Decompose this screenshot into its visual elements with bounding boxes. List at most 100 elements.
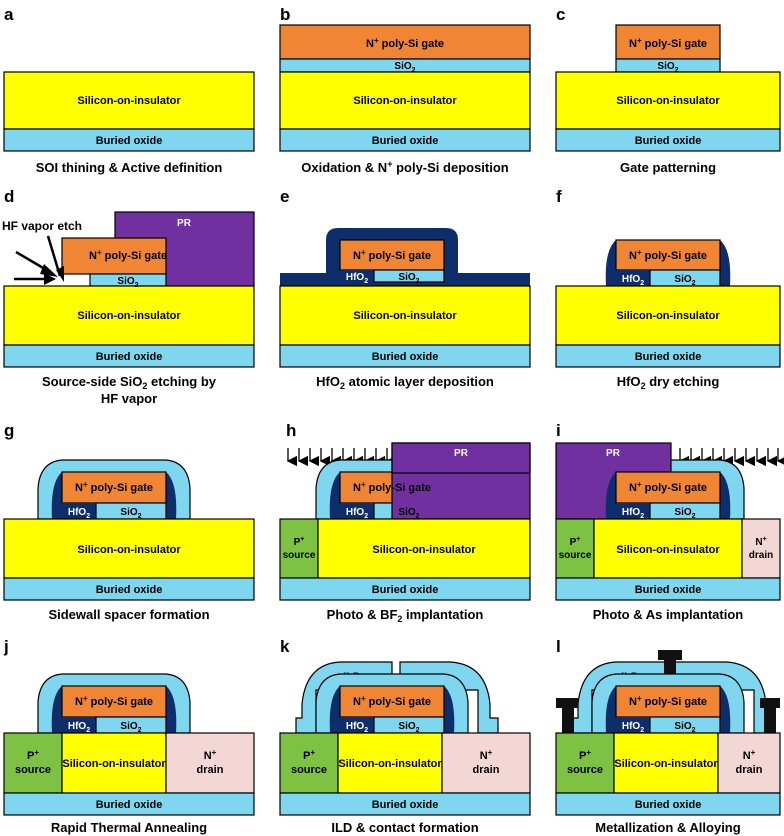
hfo2-sidewall-left <box>329 472 340 519</box>
sio2-label: SiO2 <box>398 721 419 734</box>
n-drain-label: N+ <box>755 536 766 548</box>
hfo2-under-gate <box>340 717 374 733</box>
hfo2-under-gate <box>616 717 650 733</box>
caption-i: Photo & As implantation <box>593 607 744 622</box>
sio2-label: SiO2 <box>674 507 695 520</box>
caption-b: Oxidation & N+ poly-Si deposition <box>301 159 509 175</box>
soi-label: Silicon-on-insulator <box>77 544 181 556</box>
p-source-label: P+ <box>294 536 305 548</box>
n-drain-region <box>717 732 781 794</box>
gate-label: N+ poly-Si gate <box>629 694 707 708</box>
soi-layer <box>593 518 743 579</box>
box-label: Buried oxide <box>372 135 439 147</box>
hfo2-sidewall-right <box>720 472 731 519</box>
panel-letter-a: a <box>4 5 14 24</box>
box-label: Buried oxide <box>635 135 702 147</box>
n-drain-region <box>741 518 781 579</box>
hfo2-under-gate <box>616 270 650 286</box>
caption-k: ILD & contact formation <box>331 820 478 835</box>
poly-si-gate <box>339 685 445 718</box>
n-drain-region <box>165 732 255 794</box>
p-source-label: P+ <box>27 748 39 762</box>
gate-label: N+ poly-Si gate <box>75 480 153 494</box>
hfo2-sidewall-left <box>605 686 616 733</box>
soi-label: Silicon-on-insulator <box>353 95 457 107</box>
p-source-label: P+ <box>570 536 581 548</box>
hf-vapor-etch-label: HF vapor etch <box>2 219 82 233</box>
drain-label: drain <box>197 764 224 776</box>
soi-layer <box>337 732 443 794</box>
p-source-region <box>279 518 319 579</box>
soi-layer <box>317 518 531 579</box>
hfo2-sidewall-left <box>605 472 616 519</box>
panel-letter-h: h <box>286 421 296 440</box>
etch-arrow-head <box>44 273 56 285</box>
sio2-label: SiO2 <box>398 272 419 285</box>
drain-label: drain <box>749 550 773 561</box>
poly-si-gate <box>61 237 167 275</box>
soi-label: Silicon-on-insulator <box>614 758 718 770</box>
source-label: source <box>559 550 592 561</box>
box-label: Buried oxide <box>372 351 439 363</box>
pr-label: PR <box>177 218 192 229</box>
gate-oxide <box>373 269 445 283</box>
buried-oxide-layer <box>279 344 531 368</box>
caption-g: Sidewall spacer formation <box>48 607 209 622</box>
n-drain-region <box>441 732 531 794</box>
hfo2-label: HfO2 <box>622 721 644 734</box>
hfo2-label: HfO2 <box>346 507 368 520</box>
source-label: source <box>15 764 51 776</box>
box-label: Buried oxide <box>96 584 163 596</box>
poly-si-gate <box>615 239 721 271</box>
hfo2-sidewall-right <box>444 686 455 733</box>
buried-oxide-layer <box>3 344 255 368</box>
sio2-label: SiO2 <box>117 276 138 289</box>
panel-letter-l: l <box>556 637 561 656</box>
p-source-region <box>555 732 615 794</box>
p-source-region <box>3 732 63 794</box>
soi-label: Silicon-on-insulator <box>616 310 720 322</box>
box-label: Buried oxide <box>635 584 702 596</box>
sio2-label: SiO2 <box>394 61 415 74</box>
hfo2-sidewall-right <box>166 686 177 733</box>
box-label: Buried oxide <box>96 351 163 363</box>
panel-c: c N+ poly-Si gate SiO2 Silicon-on-insula… <box>555 5 781 175</box>
implant-arrows <box>286 448 397 467</box>
gate-label: N+ poly-Si gate <box>629 480 707 494</box>
source-label: source <box>291 764 327 776</box>
soi-label: Silicon-on-insulator <box>616 95 720 107</box>
drain-metal-plug <box>764 706 776 733</box>
gate-label: N+ poly-Si gate <box>629 36 707 50</box>
buried-oxide-layer <box>3 128 255 152</box>
soi-layer <box>555 71 781 130</box>
gate-label: N+ poly-Si gate <box>629 248 707 262</box>
drain-label: drain <box>736 764 763 776</box>
poly-si-gate <box>61 471 167 504</box>
box-label: Buried oxide <box>372 584 439 596</box>
sio2-label: SiO2 <box>398 507 419 520</box>
hfo2-label: HfO2 <box>346 272 368 285</box>
hfo2-under-gate <box>616 503 650 519</box>
drain-metal-pad <box>760 698 780 708</box>
soi-label: Silicon-on-insulator <box>77 95 181 107</box>
panel-letter-i: i <box>556 421 561 440</box>
hfo2-sidewall-left <box>329 686 340 733</box>
gate-label: N+ poly-Si gate <box>89 248 167 262</box>
panel-a: a Silicon-on-insulator Buried oxide SOI … <box>3 5 255 175</box>
hfo2-label: HfO2 <box>68 507 90 520</box>
hfo2-sidewall-right <box>166 472 177 519</box>
pr-label: PR <box>454 448 469 459</box>
poly-si-gate <box>615 24 721 60</box>
caption-e: HfO2 atomic layer deposition <box>316 374 494 391</box>
pr-label: PR <box>606 448 621 459</box>
hfo2-under-gate <box>340 270 374 282</box>
soi-label: Silicon-on-insulator <box>616 544 720 556</box>
box-label: Buried oxide <box>96 799 163 811</box>
source-label: source <box>283 550 316 561</box>
box-label: Buried oxide <box>372 799 439 811</box>
p-source-region <box>279 732 339 794</box>
sio2-label: SiO2 <box>120 507 141 520</box>
buried-oxide-layer <box>279 792 531 816</box>
drain-label: drain <box>473 764 500 776</box>
n-drain-label: N+ <box>743 748 756 762</box>
